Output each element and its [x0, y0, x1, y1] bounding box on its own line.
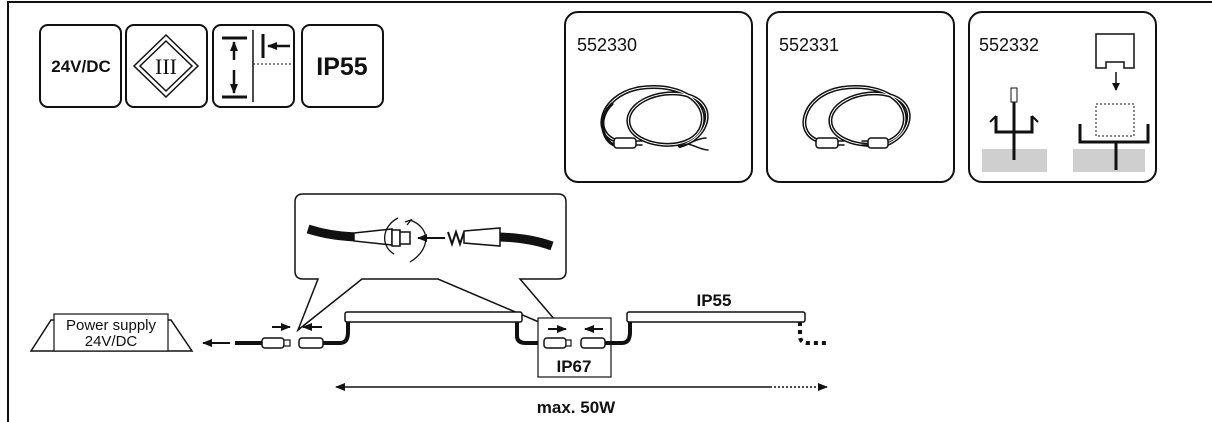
accessory-552331: 552331 — [766, 11, 955, 183]
strip-lead-cable — [323, 322, 350, 345]
plug-connector — [261, 337, 324, 349]
connector-detail-callout — [294, 193, 568, 335]
power-supply: Power supply 24V/DC — [29, 313, 194, 352]
voltage-label: 24V/DC — [51, 57, 111, 76]
accessory-code: 552330 — [577, 35, 637, 55]
cable-coil-icon — [802, 85, 911, 149]
ip-rating-label: IP55 — [316, 53, 368, 81]
power-supply-label-line2: 24V/DC — [85, 333, 138, 350]
strip-tail-continue — [798, 322, 826, 345]
mounting-distance-symbol — [212, 24, 295, 108]
accessory-552330: 552330 — [564, 11, 753, 183]
voltage-symbol: 24V/DC — [39, 24, 122, 108]
mounting-clip-icon — [982, 33, 1150, 172]
strip-lead-cable-2 — [605, 322, 632, 345]
strip-tail-cable — [515, 322, 545, 345]
protection-class-label: III — [155, 54, 177, 79]
max-power-label: max. 50W — [537, 398, 616, 417]
ip55-symbol: IP55 — [301, 24, 384, 108]
cable-coil-icon — [600, 85, 709, 151]
power-supply-label-line1: Power supply — [66, 317, 157, 334]
connector-ip-label: IP67 — [557, 357, 592, 376]
outer-border — [7, 1, 1212, 422]
accessory-552332: 552332 — [968, 11, 1157, 183]
max-power-dimension: max. 50W — [335, 383, 828, 417]
strip-ip-label: IP55 — [697, 291, 732, 310]
accessory-code: 552331 — [779, 35, 839, 55]
led-strip-2 — [626, 311, 806, 323]
protection-class-symbol: III — [125, 24, 208, 108]
led-strip-1 — [344, 311, 523, 323]
ip67-connector-zone: IP67 — [537, 317, 612, 378]
cable-coupling-detail — [306, 217, 554, 263]
accessory-code: 552332 — [979, 35, 1039, 55]
